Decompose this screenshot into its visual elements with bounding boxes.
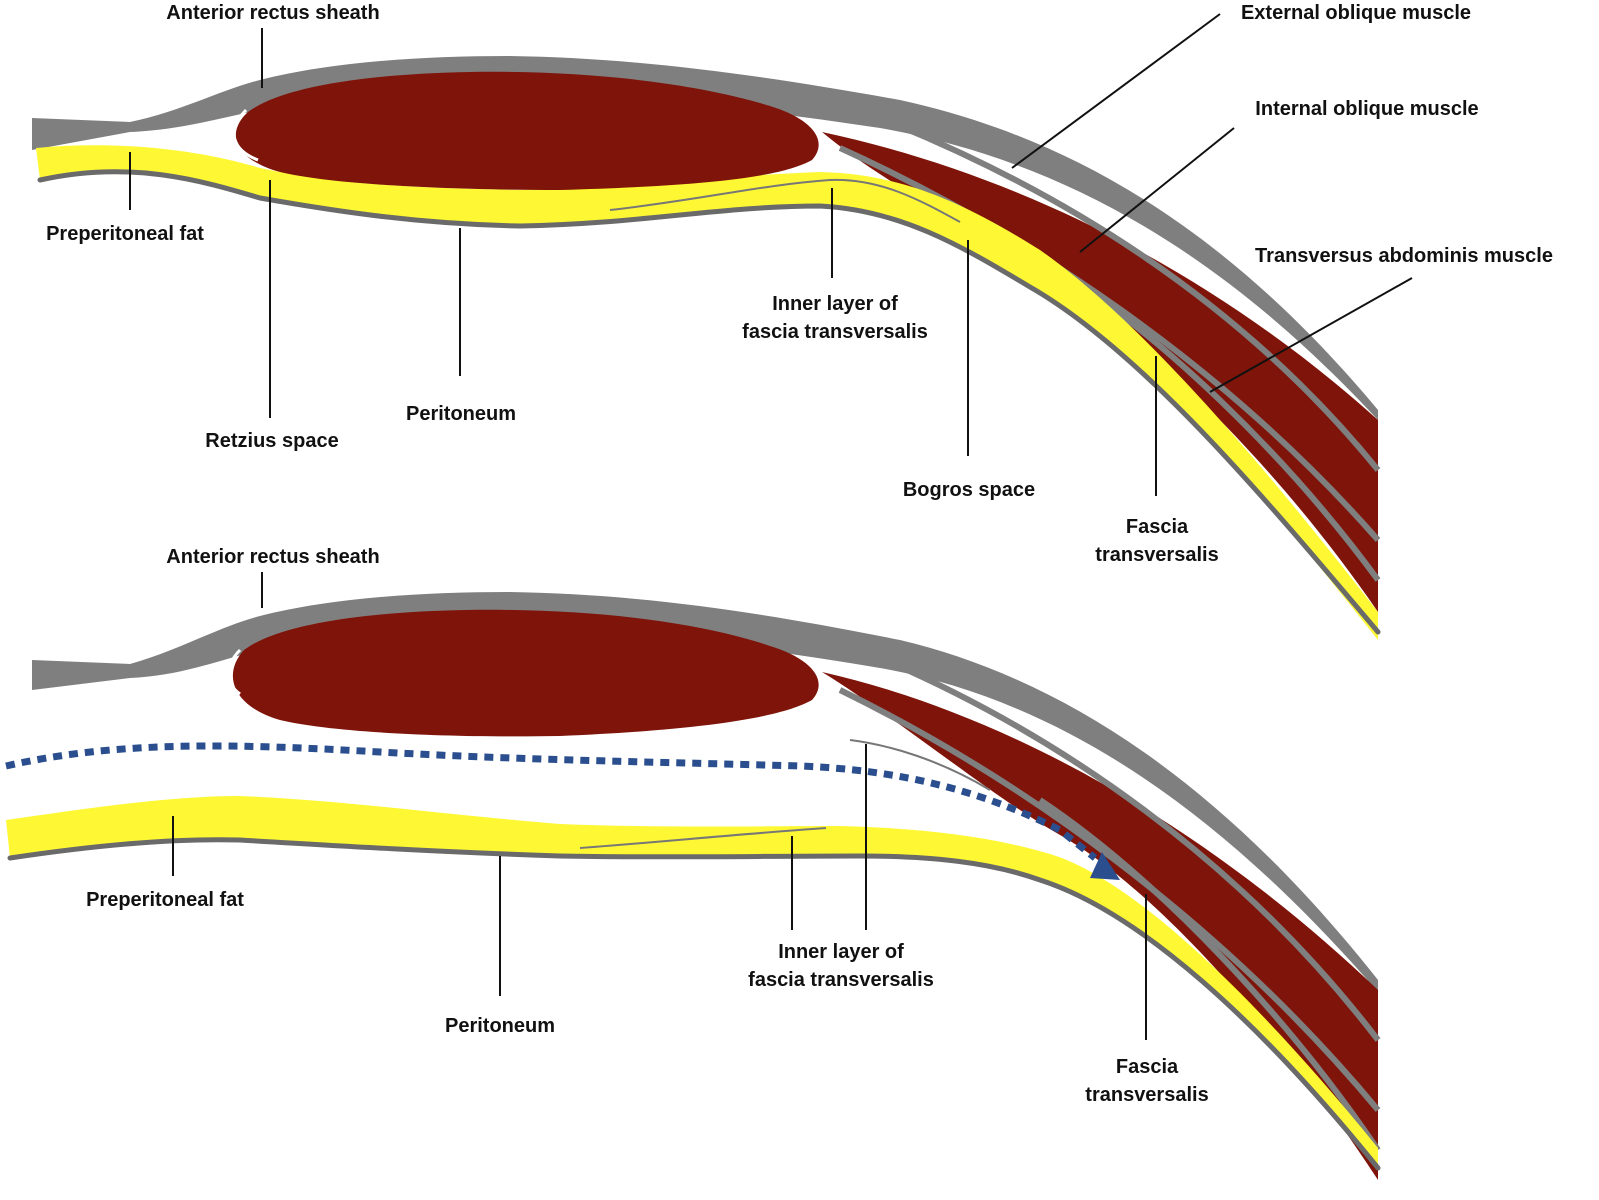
label-fascia-2-1: Fascia (1116, 1056, 1179, 1078)
label-transversus-abdominis: Transversus abdominis muscle (1255, 245, 1553, 267)
peritoneum-line-2 (7, 837, 1381, 1171)
top-panel: Anterior rectus sheath External oblique … (32, 2, 1553, 640)
label-anterior-rectus-sheath: Anterior rectus sheath (166, 2, 379, 24)
label-inner-layer-2: fascia transversalis (742, 321, 928, 343)
label-fascia-1: Fascia (1126, 516, 1189, 538)
rectus-muscle-shape (235, 71, 819, 190)
lateral-muscles-shape (822, 132, 1378, 612)
label-peritoneum: Peritoneum (406, 403, 516, 425)
muscle-separator-2-3 (1038, 797, 1381, 1152)
muscle-separator-2 (838, 145, 1381, 542)
lateral-muscles-shape-2 (822, 672, 1378, 1180)
label-external-oblique: External oblique muscle (1241, 2, 1471, 24)
label-retzius-space: Retzius space (205, 430, 338, 452)
label-anterior-rectus-sheath-2: Anterior rectus sheath (166, 546, 379, 568)
muscle-separator-1 (878, 115, 1381, 472)
preperitoneal-fat-shape (36, 145, 1378, 640)
inner-fascia-fragment (849, 739, 991, 791)
leader-external-oblique (1011, 13, 1221, 169)
label-preperitoneal-fat-2: Preperitoneal fat (86, 889, 244, 911)
bottom-panel: Anterior rectus sheath Preperitoneal fat… (5, 546, 1381, 1180)
rectus-gap-line (232, 108, 259, 162)
label-inner-layer-2-2: fascia transversalis (748, 969, 934, 991)
preperitoneal-fat-shape-2 (6, 796, 1378, 1168)
label-preperitoneal-fat: Preperitoneal fat (46, 223, 204, 245)
label-peritoneum-2: Peritoneum (445, 1015, 555, 1037)
label-fascia-2: transversalis (1095, 544, 1218, 566)
label-internal-oblique: Internal oblique muscle (1255, 98, 1478, 120)
label-bogros-space: Bogros space (903, 479, 1035, 501)
label-inner-layer-1: Inner layer of (772, 293, 898, 315)
leader-transversus (1209, 277, 1413, 393)
leader-internal-oblique (1079, 127, 1235, 253)
rectus-gap-line-2 (227, 648, 242, 696)
rectus-muscle-shape-2 (232, 609, 819, 737)
dissection-path-arrow (5, 742, 1098, 861)
peritoneum-line (37, 169, 1381, 635)
inner-fascia-line-2 (579, 827, 827, 849)
dissection-arrowhead (1090, 852, 1120, 880)
label-inner-layer-2-1: Inner layer of (778, 941, 904, 963)
label-fascia-2-2: transversalis (1085, 1084, 1208, 1106)
anterior-rectus-sheath-shape-2 (32, 592, 1378, 992)
inner-fascia-line (609, 178, 961, 223)
muscle-separator-2-1 (878, 655, 1381, 1042)
